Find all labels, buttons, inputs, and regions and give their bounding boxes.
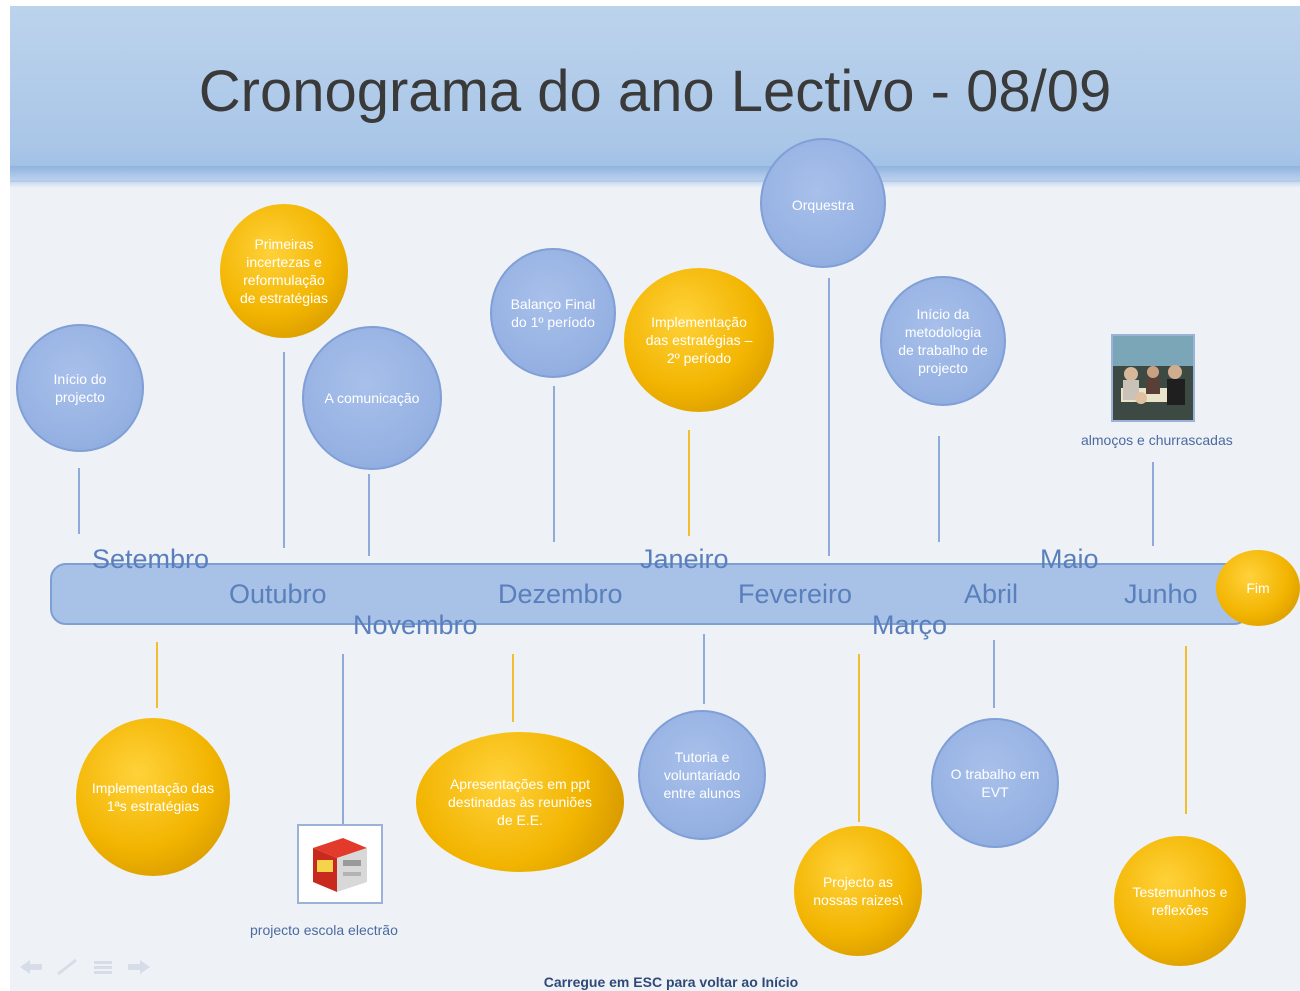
previous-arrow-icon[interactable] [18, 958, 44, 976]
connector-line [283, 352, 285, 548]
event-label: Primeiras incertezas e reformulação de e… [240, 236, 328, 306]
slide-nav-controls [18, 958, 152, 976]
connector-line [938, 436, 940, 542]
connector-line [78, 468, 80, 534]
connector-line [688, 430, 690, 536]
month-fevereiro: Fevereiro [738, 579, 853, 609]
connector-line [858, 654, 860, 822]
month-junho: Junho [1124, 579, 1198, 609]
connector-line [342, 654, 344, 824]
event-projecto-raizes[interactable]: Projecto as nossas raizes\ [794, 826, 922, 956]
event-primeiras-incertezas[interactable]: Primeiras incertezas e reformulação de e… [220, 204, 348, 338]
event-apresentacoes[interactable]: Apresentações em ppt destinadas às reuni… [416, 732, 624, 872]
almocos-caption: almoços e churrascadas [1081, 432, 1233, 448]
menu-icon[interactable] [90, 958, 116, 976]
event-testemunhos[interactable]: Testemunhos e reflexões [1114, 836, 1246, 966]
connector-line [156, 642, 158, 708]
month-maio: Maio [1040, 544, 1099, 574]
event-comunicacao[interactable]: A comunicação [302, 326, 442, 470]
event-label: Início do projecto [53, 371, 107, 405]
event-label: Testemunhos e reflexões [1132, 884, 1228, 918]
pen-icon[interactable] [54, 958, 80, 976]
connector-line [993, 640, 995, 708]
event-label: O trabalho em EVT [950, 766, 1040, 800]
event-label: Início da metodologia de trabalho de pro… [898, 306, 988, 376]
month-dezembro: Dezembro [498, 579, 623, 609]
end-circle[interactable]: Fim [1216, 550, 1300, 626]
event-balanco[interactable]: Balanço Final do 1º período [490, 248, 616, 378]
escola-electrao-image[interactable] [297, 824, 383, 904]
event-trabalho-evt[interactable]: O trabalho em EVT [931, 718, 1059, 848]
month-novembro: Novembro [353, 610, 478, 640]
event-orquestra[interactable]: Orquestra [760, 138, 886, 268]
connector-line [1185, 646, 1187, 814]
connector-line [1152, 462, 1154, 546]
slide: Cronograma do ano Lectivo - 08/09 Setemb… [10, 6, 1300, 991]
slide-title: Cronograma do ano Lectivo - 08/09 [198, 59, 1112, 124]
event-label: Apresentações em ppt destinadas às reuni… [448, 776, 592, 828]
group-photo-icon [1113, 336, 1193, 420]
month-marco: Março [872, 610, 948, 640]
month-setembro: Setembro [92, 544, 210, 574]
month-outubro: Outubro [229, 579, 327, 609]
connector-line [553, 386, 555, 542]
event-label: Implementação das estratégias – 2º perío… [645, 314, 753, 366]
footer-instruction: Carregue em ESC para voltar ao Início [543, 974, 799, 990]
recycling-bin-icon [313, 838, 367, 892]
timeline-bar [50, 563, 1250, 625]
event-implementacao-2[interactable]: Implementação das estratégias – 2º perío… [624, 268, 774, 412]
event-label: Implementação das 1ªs estratégias [91, 780, 215, 814]
header-band [10, 6, 1300, 182]
event-label: A comunicação [324, 390, 420, 406]
header-edge [10, 166, 1300, 188]
connector-line [828, 278, 830, 556]
connector-line [368, 474, 370, 556]
event-label: Balanço Final do 1º período [510, 296, 596, 330]
escola-electrao-caption: projecto escola electrão [250, 922, 398, 938]
connector-line [512, 654, 514, 722]
event-label: Projecto as nossas raizes\ [813, 874, 903, 908]
event-tutoria[interactable]: Tutoria e voluntariado entre alunos [638, 710, 766, 840]
event-metodologia[interactable]: Início da metodologia de trabalho de pro… [880, 276, 1006, 406]
connector-line [703, 634, 705, 704]
event-label: Tutoria e voluntariado entre alunos [663, 749, 741, 801]
end-label: Fim [1246, 580, 1270, 596]
month-janeiro: Janeiro [640, 544, 729, 574]
almocos-photo[interactable] [1111, 334, 1195, 422]
next-arrow-icon[interactable] [126, 958, 152, 976]
event-implementacao-1[interactable]: Implementação das 1ªs estratégias [76, 718, 230, 876]
event-label: Orquestra [791, 197, 855, 213]
event-inicio-projecto[interactable]: Início do projecto [16, 324, 144, 452]
month-abril: Abril [964, 579, 1019, 609]
